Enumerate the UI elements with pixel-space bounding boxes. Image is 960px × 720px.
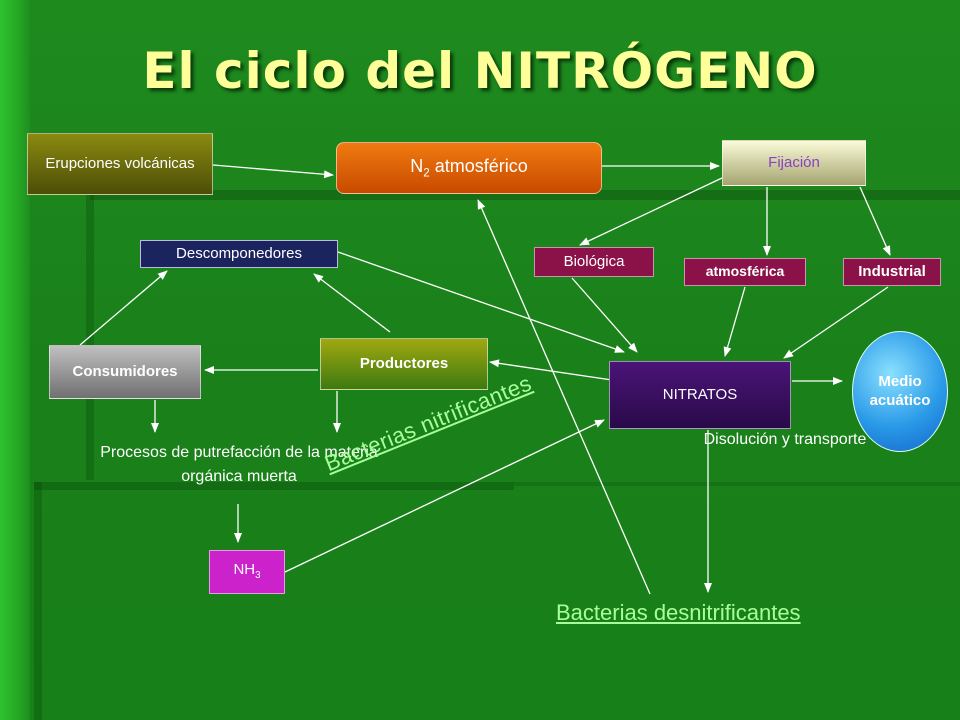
background-band-middle: [34, 482, 514, 490]
productores-box: Productores: [320, 338, 488, 390]
disolucion-transporte-text: Disolución y transporte: [703, 431, 867, 448]
atmosferica-label: atmosférica: [705, 263, 785, 280]
fijacion-label: Fijación: [768, 153, 820, 171]
arrow-productores-to-descomponedores: [313, 273, 391, 333]
arrow-descomponedores-to-nitratos: [337, 251, 625, 353]
arrow-nitratos-to-productores: [489, 359, 613, 381]
medio-acuatico-circle: Medio acuático: [852, 331, 948, 452]
arrow-consumidores-to-descomponedores: [79, 270, 168, 346]
productores-label: Productores: [359, 354, 449, 372]
medio-label: Medio acuático: [869, 372, 931, 409]
arrow-nh3-to-nitratos: [284, 419, 605, 573]
biologica-box: Biológica: [534, 247, 654, 277]
background-band-vertical-2: [34, 482, 42, 720]
arrow-atmosferica-to-nitratos: [723, 286, 746, 357]
arrow-fijacion-to-biologica: [579, 177, 723, 246]
background-band-vertical-1: [86, 190, 94, 480]
consumidores-box: Consumidores: [49, 345, 201, 399]
n2-label: N2 atmosférico: [410, 155, 528, 180]
industrial-box: Industrial: [843, 258, 941, 286]
arrow-desnitrificantes-to-n2: [477, 199, 651, 595]
nh3-box: NH3: [209, 550, 285, 594]
industrial-label: Industrial: [858, 262, 926, 280]
bacterias-desnitrificantes-link[interactable]: Bacterias desnitrificantes: [556, 600, 801, 625]
atmosferica-box: atmosférica: [684, 258, 806, 286]
biologica-label: Biológica: [563, 252, 625, 270]
arrow-erupciones-to-n2: [212, 164, 334, 179]
descomponedores-box: Descomponedores: [140, 240, 338, 268]
nh3-label: NH3: [233, 561, 261, 582]
arrow-fijacion-to-industrial: [859, 186, 891, 256]
consumidores-label: Consumidores: [72, 362, 178, 380]
procesos-putrefaccion-text: Procesos de putrefacción de la materia o…: [100, 444, 378, 485]
arrow-industrial-to-nitratos: [783, 286, 889, 359]
descomponedores-label: Descomponedores: [176, 244, 302, 262]
n2-atmosferico-box: N2 atmosférico: [336, 142, 602, 194]
background-band-left: [0, 0, 30, 720]
arrow-biologica-to-nitratos: [571, 277, 638, 353]
erupciones-label: Erupciones volcánicas: [45, 154, 195, 172]
nitratos-box: NITRATOS: [609, 361, 791, 429]
background-band-top: [90, 190, 960, 200]
fijacion-box: Fijación: [722, 140, 866, 186]
background-band-right: [514, 482, 960, 486]
page-title: El ciclo del NITRÓGENO: [142, 42, 818, 100]
erupciones-volcanicas-box: Erupciones volcánicas: [27, 133, 213, 195]
nitratos-label: NITRATOS: [662, 385, 738, 403]
